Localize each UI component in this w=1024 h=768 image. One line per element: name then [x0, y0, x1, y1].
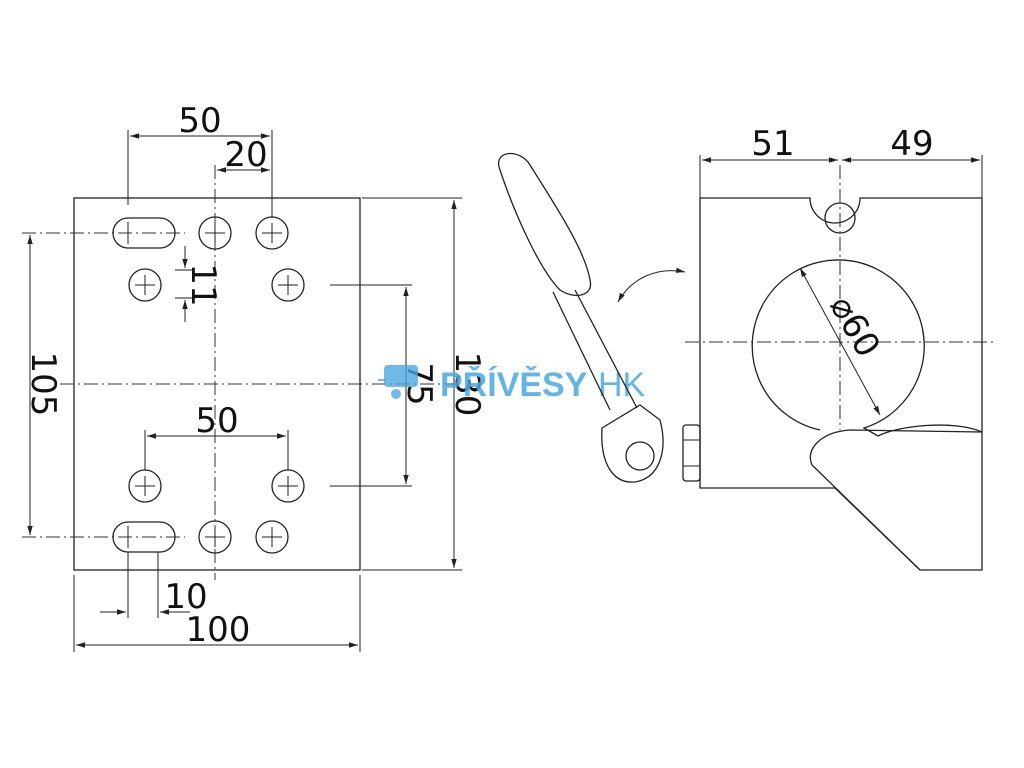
handle-grip	[497, 152, 592, 297]
clamp-body-outline	[699, 197, 983, 571]
hole	[198, 520, 232, 554]
dimension-20: 20	[217, 135, 270, 175]
handle-shaft	[552, 289, 638, 411]
hole	[255, 520, 289, 554]
pivot-bolt	[682, 424, 701, 482]
lower-jaw	[809, 429, 983, 571]
trailer-logo-icon	[378, 365, 418, 399]
hole	[128, 268, 162, 302]
dim-label-diameter: ⌀60	[821, 289, 888, 364]
handle-eye-hole	[625, 441, 655, 471]
hole	[271, 469, 305, 503]
dimension-130: 130	[362, 197, 487, 571]
clamp-side-view: ⌀60 51 49	[497, 124, 995, 571]
hole	[128, 469, 162, 503]
bore-circle	[751, 259, 983, 437]
dim-label-50-bottom: 50	[195, 401, 238, 441]
dim-label-51: 51	[751, 124, 794, 164]
dimension-105: 105	[23, 235, 63, 535]
dimension-10: 10	[100, 552, 208, 618]
rotation-arrow-icon	[617, 267, 686, 303]
handle-eye	[601, 404, 664, 483]
mounting-plate-view: 50 20 11 105 75	[22, 101, 487, 652]
dim-label-11: 11	[183, 263, 223, 306]
dim-label-50-top: 50	[178, 101, 221, 141]
dimension-75: 75	[330, 284, 439, 487]
dim-label-49: 49	[890, 124, 933, 164]
dim-label-130: 130	[447, 352, 487, 417]
dim-label-100: 100	[186, 610, 251, 650]
bore-diameter-leader	[799, 267, 881, 416]
watermark-brand-suffix: HK	[598, 366, 646, 404]
dim-label-10: 10	[164, 577, 207, 617]
dimension-11: 11	[175, 246, 223, 322]
bottom-slot	[22, 521, 185, 553]
hole	[255, 216, 289, 250]
clamp-handle	[497, 152, 664, 483]
dimension-bottom-50: 50	[144, 401, 289, 470]
watermark-brand-main: PŘÍVĚSY	[440, 366, 588, 404]
hole	[271, 268, 305, 302]
dimension-51-49: 51 49	[699, 124, 983, 198]
top-slot	[22, 217, 185, 249]
brand-watermark: PŘÍVĚSY HK	[378, 365, 646, 404]
dim-label-105: 105	[23, 352, 63, 417]
dim-label-20: 20	[224, 135, 267, 175]
dimension-top-50: 50	[127, 101, 273, 218]
dimension-100: 100	[73, 575, 361, 652]
hole	[198, 216, 232, 250]
